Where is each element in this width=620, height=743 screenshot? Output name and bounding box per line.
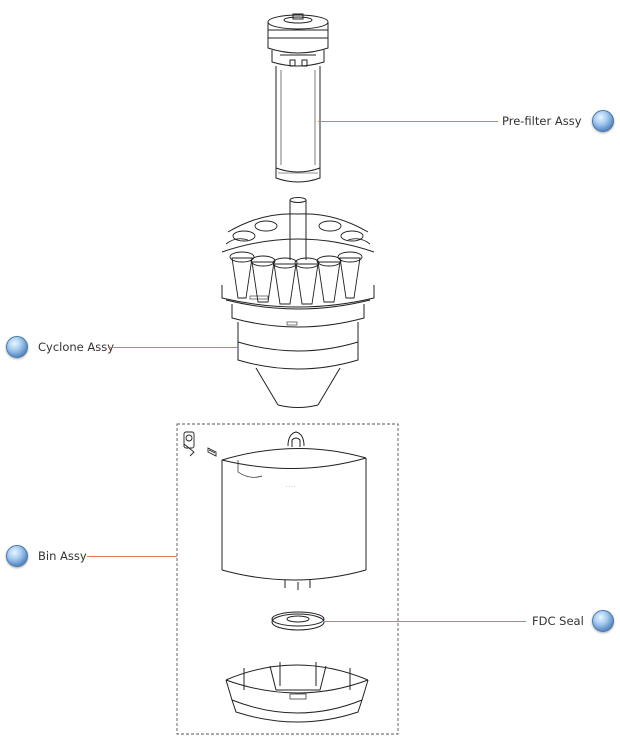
svg-text:· · · ·: · · · · [286, 484, 295, 489]
fdc-hotspot-icon[interactable] [592, 610, 614, 632]
bin-part[interactable]: · · · · [221, 431, 367, 590]
cyclone-part[interactable] [221, 197, 375, 408]
fdc-leader-line [322, 621, 526, 622]
bin-latch-part[interactable] [183, 431, 217, 457]
fdc-seal-part[interactable] [271, 611, 325, 631]
bin-callout-label: Bin Assy [38, 549, 87, 563]
cyclone-leader-line [108, 347, 238, 348]
cyclone-callout-label: Cyclone Assy [38, 340, 115, 354]
bin-hotspot-icon[interactable] [6, 545, 28, 567]
prefilter-callout-label: Pre-filter Assy [502, 114, 582, 128]
pre-filter-part[interactable] [267, 13, 329, 183]
cyclone-hotspot-icon[interactable] [6, 336, 28, 358]
bin-assy-group-box [176, 423, 399, 735]
prefilter-hotspot-icon[interactable] [592, 110, 614, 132]
prefilter-leader-line [318, 121, 498, 122]
bin-base-part[interactable] [225, 662, 369, 723]
fdc-callout-label: FDC Seal [532, 614, 584, 628]
bin-leader-line [87, 556, 177, 557]
